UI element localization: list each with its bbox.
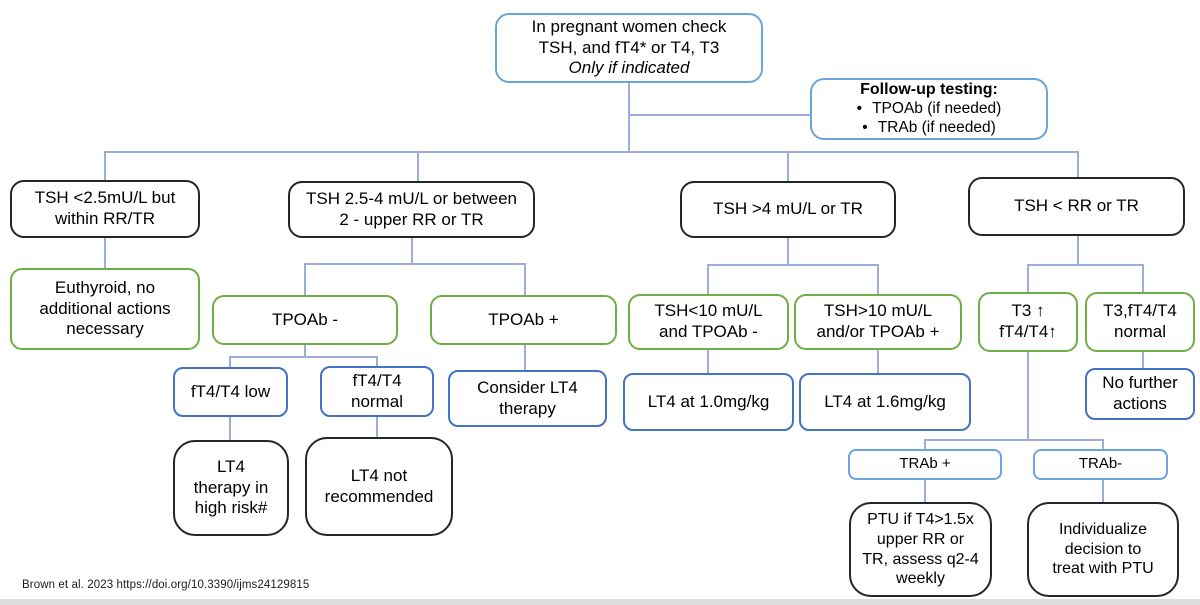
connector-line [1102, 480, 1104, 502]
node-lt4-high-risk: LT4 therapy in high risk# [173, 440, 289, 536]
node-text: Euthyroid, no additional actions necessa… [39, 277, 171, 339]
connector-line [924, 439, 926, 449]
connector-line [417, 151, 419, 181]
node-ft4-normal: fT4/T4 normal [320, 366, 434, 417]
node-text: TSH<10 mU/L and TPOAb - [654, 301, 763, 341]
connector-line [1077, 236, 1079, 265]
node-tsh-gt10-tpoab-pos: TSH>10 mU/L and/or TPOAb + [794, 294, 962, 350]
node-text: LT4 therapy in high risk# [193, 456, 269, 518]
node-start: In pregnant women check TSH, and fT4* or… [495, 13, 763, 83]
connector-line [376, 417, 378, 437]
node-euthyroid: Euthyroid, no additional actions necessa… [10, 268, 200, 350]
connector-line [1027, 264, 1143, 266]
connector-line [304, 345, 306, 357]
connector-line [628, 83, 630, 152]
node-text: fT4/T4 low [190, 381, 271, 401]
node-text: T3,fT4/T4 normal [1103, 301, 1177, 341]
connector-line [1142, 352, 1144, 368]
node-text: LT4 at 1.6mg/kg [824, 391, 946, 411]
connector-line [1102, 439, 1104, 449]
node-tsh-lt10-tpoab-neg: TSH<10 mU/L and TPOAb - [628, 294, 789, 350]
followup-title: Follow-up testing: [860, 81, 998, 99]
node-text: TSH < RR or TR [1014, 196, 1139, 216]
node-trab-positive: TRAb + [848, 449, 1002, 480]
bullet-icon: • [856, 99, 863, 117]
node-ptu: PTU if T4>1.5x upper RR or TR, assess q2… [849, 502, 992, 597]
node-start-note: Only if indicated [568, 58, 690, 78]
node-text: No further actions [1102, 373, 1178, 413]
node-text: LT4 at 1.0mg/kg [647, 391, 770, 411]
node-text: TRAb + [899, 455, 951, 473]
node-text: Individualize decision to treat with PTU [1052, 521, 1154, 578]
connector-line [304, 263, 306, 295]
node-text: LT4 not recommended [324, 465, 434, 506]
node-text: TRAb- [1078, 455, 1123, 473]
node-tpoab-negative: TPOAb - [212, 295, 398, 345]
connector-line [104, 151, 1078, 153]
connector-line [1027, 264, 1029, 293]
node-tpoab-positive: TPOAb + [430, 295, 617, 345]
connector-line [229, 356, 231, 368]
node-text: TSH >4 mU/L or TR [713, 199, 863, 219]
node-lt4-not-recommended: LT4 not recommended [305, 437, 453, 536]
connector-line [787, 151, 789, 181]
connector-line [524, 263, 526, 295]
node-lt4-1-6: LT4 at 1.6mg/kg [799, 373, 971, 431]
bullet-icon: • [862, 118, 868, 136]
connector-line [877, 264, 879, 294]
node-text: TSH <2.5mU/L but within RR/TR [34, 188, 176, 228]
node-text: T3 ↑ fT4/T4↑ [999, 301, 1057, 341]
connector-line [1142, 264, 1144, 293]
node-followup-testing: Follow-up testing: • TPOAb (if needed) •… [810, 78, 1048, 140]
node-lt4-1-0: LT4 at 1.0mg/kg [623, 373, 794, 431]
connector-line [1077, 151, 1079, 177]
connector-line [924, 480, 926, 502]
node-individualize-ptu: Individualize decision to treat with PTU [1027, 502, 1179, 597]
connector-line [229, 356, 377, 358]
connector-line [104, 151, 106, 180]
node-no-further-actions: No further actions [1085, 368, 1195, 420]
followup-item-trab: TRAb (if needed) [877, 118, 996, 136]
node-trab-negative: TRAb- [1033, 449, 1168, 480]
node-text: Consider LT4 therapy [477, 377, 578, 418]
citation: Brown et al. 2023 https://doi.org/10.339… [22, 579, 310, 591]
connector-line [628, 114, 810, 116]
connector-line [877, 350, 879, 373]
node-text: TPOAb + [488, 309, 559, 329]
connector-line [411, 238, 413, 264]
node-tsh-low-within-rr: TSH <2.5mU/L but within RR/TR [10, 180, 200, 238]
connector-line [707, 264, 709, 294]
node-text: TPOAb - [271, 309, 339, 329]
followup-item-tpoab: TPOAb (if needed) [872, 99, 1002, 117]
node-tsh-gt4: TSH >4 mU/L or TR [680, 181, 896, 238]
connector-line [707, 264, 878, 266]
connector-line [524, 345, 526, 370]
connector-line [924, 439, 1103, 441]
node-text: TSH 2.5-4 mU/L or between 2 - upper RR o… [305, 188, 517, 229]
node-tsh-2-5-4: TSH 2.5-4 mU/L or between 2 - upper RR o… [288, 181, 535, 238]
node-t3-ft4-elevated: T3 ↑ fT4/T4↑ [978, 292, 1078, 352]
node-tsh-below-rr: TSH < RR or TR [968, 177, 1185, 236]
node-text: fT4/T4 normal [351, 370, 403, 411]
bottom-edge-band [0, 599, 1200, 605]
connector-line [1027, 352, 1029, 440]
node-t3-ft4-normal: T3,fT4/T4 normal [1085, 292, 1195, 352]
node-text: TSH>10 mU/L and/or TPOAb + [816, 301, 940, 341]
connector-line [104, 238, 106, 268]
connector-line [304, 263, 525, 265]
connector-line [787, 238, 789, 265]
connector-line [229, 417, 231, 440]
connector-line [707, 350, 709, 373]
node-consider-lt4: Consider LT4 therapy [448, 370, 607, 427]
node-text: PTU if T4>1.5x upper RR or TR, assess q2… [862, 511, 979, 588]
node-start-text: In pregnant women check TSH, and fT4* or… [531, 16, 727, 57]
node-ft4-low: fT4/T4 low [173, 367, 288, 417]
connector-line [376, 356, 378, 367]
